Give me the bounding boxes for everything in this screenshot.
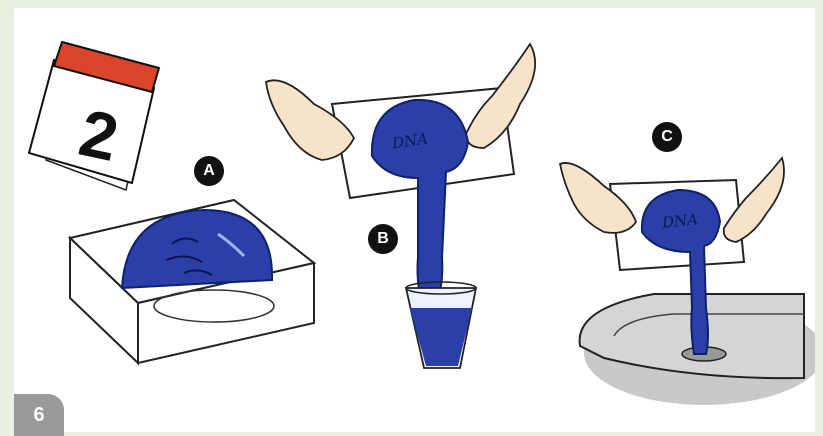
label-c-badge: C [652, 122, 682, 152]
dna-label-c: DNA [661, 210, 699, 232]
gel-tray-illustration [70, 200, 314, 363]
pour-into-sink-illustration [560, 158, 815, 405]
label-a-badge: A [194, 156, 224, 186]
step-number-tab: 6 [14, 394, 64, 436]
label-b-badge: B [368, 224, 398, 254]
illustration-panel: 2 DNA DNA A B C [14, 8, 815, 432]
